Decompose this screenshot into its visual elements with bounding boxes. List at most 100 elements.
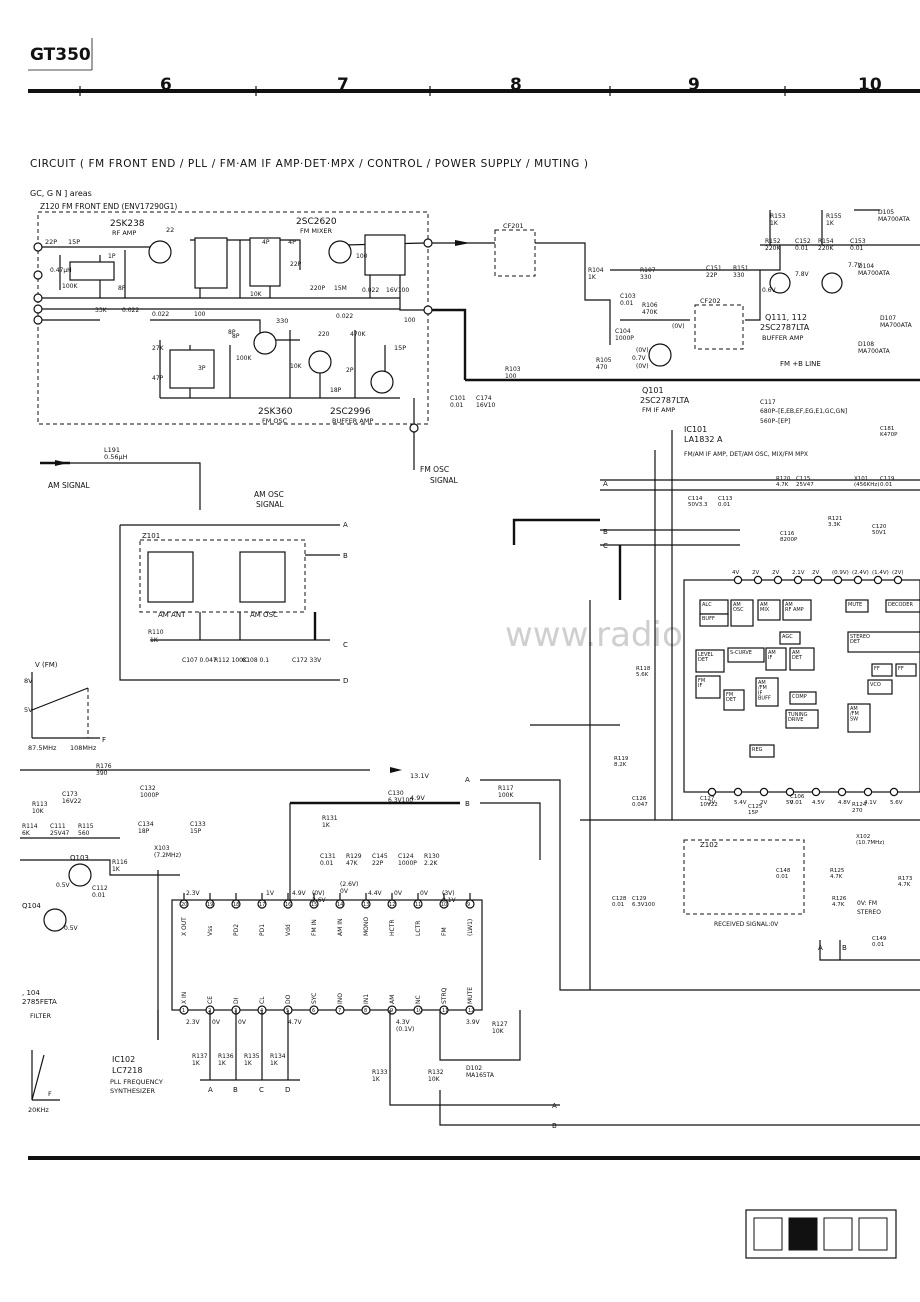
ic101-part-label-line: 6.3V100 bbox=[632, 902, 656, 908]
grid-number-6: 6 bbox=[160, 75, 172, 95]
ic101-part-label-line: 3.3K bbox=[828, 522, 841, 528]
c103-line: C103 bbox=[620, 293, 636, 300]
ic102-bottom-pin-name: STRQ bbox=[441, 987, 448, 1004]
d102-line: MA165TA bbox=[466, 1072, 495, 1079]
conn-a1: A bbox=[343, 521, 348, 529]
c145-line: 22P bbox=[372, 860, 384, 867]
fe-c33: 10K bbox=[250, 291, 263, 298]
ic102-tv-6: 4.4V bbox=[368, 890, 383, 897]
c111-line: 25V47 bbox=[50, 830, 70, 837]
ic101-bottom-pin-voltage: 2V bbox=[708, 800, 715, 806]
ic101-block-label: FF bbox=[898, 666, 904, 672]
ic101-block-label-line: AM bbox=[733, 602, 741, 608]
ic101-block-label-line: AM bbox=[850, 706, 858, 712]
connector-labels: A B C D A B A B C A B C D A B A B bbox=[208, 480, 847, 1130]
ic101-part-label: X101(456KHz) bbox=[854, 476, 879, 488]
fe-c17: 8P bbox=[232, 333, 240, 340]
ic101-bottom-pin-voltage: 5.4V bbox=[734, 800, 747, 806]
ic101-block-label-line: FM bbox=[698, 678, 705, 684]
fe-c23: 15P bbox=[394, 344, 406, 352]
signal-arrow bbox=[455, 240, 470, 246]
r114-line: R114 bbox=[22, 823, 38, 830]
r153-line: 1K bbox=[770, 220, 779, 227]
c101-line: 0.01 bbox=[450, 402, 464, 409]
r135-line: 1K bbox=[244, 1060, 253, 1067]
rf-amp-part: 2SK238 bbox=[110, 219, 145, 229]
fe-c20: 470K bbox=[350, 331, 366, 338]
ic101-block bbox=[765, 647, 787, 671]
ic102-bottom-pin-name: MUTE bbox=[467, 987, 474, 1004]
r105-line: R105 bbox=[596, 357, 612, 364]
stereo-note-1: 0V: FM bbox=[857, 900, 877, 907]
c131-line: 0.01 bbox=[320, 860, 334, 867]
ic101-block bbox=[695, 675, 721, 699]
r132-line: R132 bbox=[428, 1069, 444, 1076]
if-v1: (0V) bbox=[672, 323, 685, 330]
ic101-block-label-line: DET bbox=[850, 639, 861, 645]
ic101-top-pin-voltage: 2.1V bbox=[792, 570, 805, 576]
fe-c35: 4P bbox=[262, 239, 270, 246]
r154-line: R154 bbox=[818, 238, 834, 245]
ic101-block bbox=[871, 663, 893, 677]
ic102-bottom-pin-name: CE bbox=[207, 996, 214, 1004]
page-cell-1 bbox=[753, 1217, 783, 1251]
mixer-part: 2SC2620 bbox=[296, 217, 337, 227]
ic102-bottom-pin bbox=[179, 1005, 189, 1015]
ic102-top-pin-number: 13 bbox=[363, 902, 369, 908]
r130-line: 2.2K bbox=[424, 860, 439, 867]
ic101-part-label-line: C148 bbox=[776, 868, 791, 874]
r113-line: 10K bbox=[32, 808, 45, 815]
ic102-bv-3: 0V bbox=[238, 1019, 247, 1026]
ic101-block-label-line: REG bbox=[752, 747, 763, 753]
ic102-top-pin bbox=[309, 899, 319, 909]
graph-yt-8v: 8V bbox=[24, 677, 33, 685]
ic101-part-label-line: 8200P bbox=[780, 537, 798, 543]
ic101-part-label-line: R121 bbox=[828, 516, 842, 522]
fe-c6: 8P bbox=[118, 285, 126, 292]
ic101-block bbox=[885, 599, 920, 613]
ic101-top-pin bbox=[853, 575, 863, 585]
c117-line1: C117 bbox=[760, 399, 776, 406]
ic101-part-label-line: (10.7MHz) bbox=[856, 840, 884, 846]
ic101-top-pin bbox=[873, 575, 883, 585]
ic101-top-pin-voltage: (2.4V) bbox=[852, 570, 869, 576]
ic101-block bbox=[727, 647, 765, 663]
ic102-tv-9-line: 0.1V bbox=[442, 897, 457, 904]
ic102-bottom-pin-number: 10 bbox=[416, 1008, 422, 1014]
ic102-bottom-pin-number: 6 bbox=[312, 1008, 315, 1014]
model-label: GT350 bbox=[30, 45, 91, 65]
ic101-part-label-line: 10V22 bbox=[700, 802, 718, 808]
c132-line: 1000P bbox=[140, 792, 159, 799]
r137-line: 1K bbox=[192, 1060, 201, 1067]
r117-line: 100K bbox=[498, 792, 514, 799]
c124-line: C124 bbox=[398, 853, 414, 860]
r152-line: R152 bbox=[765, 238, 781, 245]
ic101-bottom-pin bbox=[733, 787, 743, 797]
ic101-part-label-line: R126 bbox=[832, 896, 847, 902]
ic101-bottom-pin bbox=[889, 787, 899, 797]
r130-line: R130 bbox=[424, 853, 440, 860]
ic102-bv-5-line: (0.1V) bbox=[396, 1026, 414, 1033]
ic102-tv-8: 0V bbox=[420, 890, 429, 897]
ic102-bottom-pin-name: NC bbox=[415, 995, 422, 1004]
fe-c9: 0.022 bbox=[122, 307, 139, 314]
fe-c30: 100 bbox=[356, 253, 368, 260]
graph-xt-2: 108MHz bbox=[70, 744, 97, 752]
ic102-top-pin bbox=[465, 899, 475, 909]
c174-line: 16V10 bbox=[476, 402, 496, 409]
ic101-block-label-line: DRIVE bbox=[788, 717, 803, 723]
ic101-block-label-line: S-CURVE bbox=[730, 650, 752, 656]
